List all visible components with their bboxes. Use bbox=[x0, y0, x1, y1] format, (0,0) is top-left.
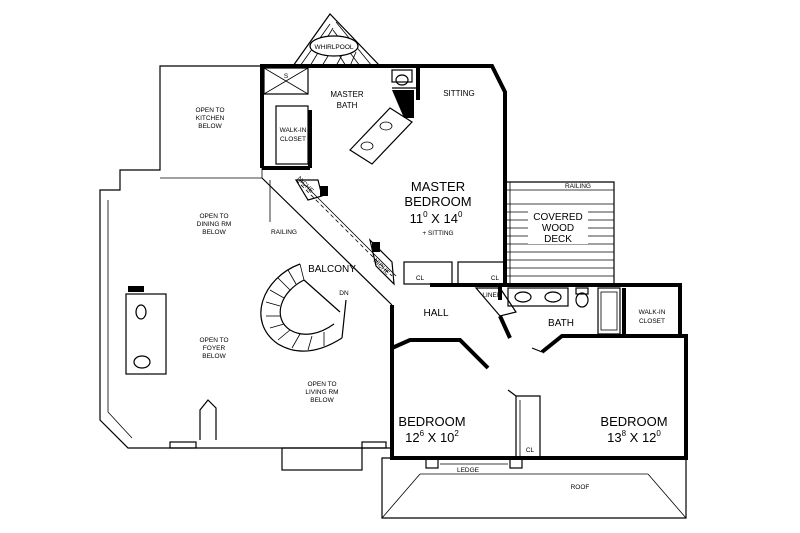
living-label-2: LIVING RM bbox=[305, 389, 338, 396]
shower bbox=[263, 67, 309, 95]
kitchen-label-2: KITCHEN bbox=[196, 115, 225, 122]
dining-label-1: OPEN TO bbox=[199, 213, 228, 220]
niche-label-1: NICHE bbox=[295, 175, 315, 195]
toilet bbox=[391, 69, 413, 83]
sitting-label: SITTING bbox=[443, 89, 475, 98]
vanity bbox=[349, 107, 413, 165]
closet-label-3: CL bbox=[526, 447, 535, 454]
bedroom-a-size: 126 X 102 bbox=[405, 429, 459, 445]
niche-label-2: NICHE bbox=[371, 257, 391, 277]
master-bedroom-label-2: BEDROOM bbox=[404, 194, 471, 209]
master-bath: S WALK-IN CLOSET MASTER BATH bbox=[260, 64, 418, 170]
linen-closet bbox=[474, 287, 517, 317]
master-bedroom-label-1: MASTER bbox=[411, 179, 465, 194]
linen-label: LINEN bbox=[482, 292, 501, 299]
closet-1 bbox=[403, 261, 453, 285]
closet-label-2: CL bbox=[491, 275, 500, 282]
stair-outer bbox=[260, 263, 343, 352]
master-bedroom-size: 110 X 140 bbox=[410, 210, 463, 226]
stair-treads bbox=[265, 263, 325, 351]
planter-box bbox=[281, 447, 363, 471]
balcony: NICHE NICHE RAILING BALCONY DN bbox=[260, 175, 397, 352]
whirlpool-bay: WHIRLPOOL bbox=[291, 13, 382, 67]
bath: BATH WALK-IN CLOSET bbox=[498, 283, 682, 339]
hall: LINEN HALL bbox=[390, 283, 517, 348]
roof-label: ROOF bbox=[571, 484, 590, 491]
powder-sink bbox=[133, 355, 151, 369]
foyer-wall bbox=[199, 399, 217, 440]
master-bath-label-1: MASTER bbox=[330, 90, 364, 99]
walkin-closet-label-2: CLOSET bbox=[280, 136, 306, 143]
master-bedroom-note: + SITTING bbox=[422, 230, 453, 237]
walkin-closet-1 bbox=[275, 105, 309, 165]
dining-label-3: BELOW bbox=[202, 229, 226, 236]
covered-deck: RAILING COVERED WOOD DECK bbox=[505, 181, 615, 286]
ledge-label: LEDGE bbox=[457, 467, 480, 474]
walkin-closet2-label-2: CLOSET bbox=[639, 318, 665, 325]
bath-label: BATH bbox=[548, 318, 574, 329]
powder-room bbox=[125, 293, 167, 375]
deck-railing-label: RAILING bbox=[565, 183, 591, 190]
kitchen-label-3: BELOW bbox=[198, 123, 222, 130]
foyer-label-1: OPEN TO bbox=[199, 337, 228, 344]
vanity-column bbox=[392, 90, 414, 118]
bath-toilet bbox=[575, 292, 589, 308]
bedroom-b-size: 138 X 120 bbox=[607, 429, 661, 445]
balcony-label: BALCONY bbox=[308, 264, 356, 275]
powder-toilet bbox=[135, 304, 147, 320]
living-label-1: OPEN TO bbox=[307, 381, 336, 388]
bedrooms: CL BEDROOM 126 X 102 BEDROOM 138 X 120 L… bbox=[390, 334, 688, 474]
deck-label-1: COVERED bbox=[533, 212, 582, 223]
niche-2 bbox=[368, 238, 395, 286]
whirlpool-label: WHIRLPOOL bbox=[314, 44, 353, 51]
master-bath-label-2: BATH bbox=[337, 101, 358, 110]
kitchen-label-1: OPEN TO bbox=[195, 107, 224, 114]
bedroom-b-label: BEDROOM bbox=[600, 414, 667, 429]
balcony-railing-label: RAILING bbox=[271, 229, 297, 236]
stair-dn-label: DN bbox=[339, 290, 349, 297]
deck-label-3: DECK bbox=[544, 234, 572, 245]
walkin-closet-label-1: WALK-IN bbox=[280, 127, 307, 134]
foyer-label-3: BELOW bbox=[202, 353, 226, 360]
walkin-closet2-label-1: WALK-IN bbox=[639, 309, 666, 316]
roof: ROOF bbox=[381, 457, 687, 519]
bedroom-a-label: BEDROOM bbox=[398, 414, 465, 429]
hall-label: HALL bbox=[423, 308, 448, 319]
whirlpool-tub bbox=[309, 35, 359, 57]
open-to-below-area: OPEN TO KITCHEN BELOW OPEN TO DINING RM … bbox=[99, 65, 392, 471]
closet-label-1: CL bbox=[416, 275, 425, 282]
dining-label-2: DINING RM bbox=[197, 221, 232, 228]
living-label-3: BELOW bbox=[310, 397, 334, 404]
foyer-label-2: FOYER bbox=[203, 345, 226, 352]
master-bedroom: SITTING MASTER BEDROOM 110 X 140 + SITTI… bbox=[403, 64, 507, 287]
bath-vanity bbox=[507, 287, 569, 307]
deck-label-2: WOOD bbox=[542, 223, 574, 234]
shower-label: S bbox=[284, 73, 289, 80]
